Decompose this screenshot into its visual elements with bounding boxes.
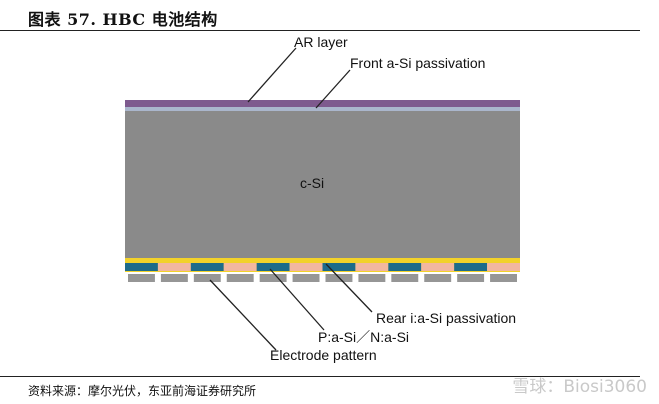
leader-lines [209,47,373,351]
electrode-pad [259,274,287,282]
p-region [421,263,455,271]
electrode-pad [128,274,155,282]
bottom-rule [0,376,640,377]
label-ar-layer: AR layer [294,34,348,50]
p-region [487,263,520,271]
label-rear-passivation: Rear i:a-Si passivation [376,310,516,326]
electrode-pad [358,274,386,282]
n-region [190,263,224,271]
label-front-passivation: Front a-Si passivation [350,55,485,71]
p-region [157,263,191,271]
c-si-bulk [125,111,520,258]
p-region [223,263,257,271]
label-c-si: c-Si [300,175,324,191]
ar-layer [125,100,520,107]
figure-title: 图表 57. HBC 电池结构 [28,10,218,29]
leader-doped-regions [269,268,325,331]
leader-ar-layer [247,47,297,103]
leader-electrode [209,279,277,351]
n-region [454,263,488,271]
doped-regions [125,263,520,271]
electrode-pad [490,274,517,282]
electrode-pad [424,274,452,282]
n-region [322,263,356,271]
n-region [256,263,290,271]
n-region [125,263,158,271]
electrode-pad [193,274,221,282]
leader-front-passivation [315,69,351,109]
label-electrode-pattern: Electrode pattern [270,347,377,363]
leader-rear-passivation [325,263,373,313]
watermark: 雪球：Biosi3060 [512,377,647,397]
electrode-pad [160,274,188,282]
p-region [289,263,323,271]
label-doped-regions: P:a-Si／N:a-Si [318,329,409,345]
source-note: 资料来源：摩尔光伏，东亚前海证券研究所 [28,384,257,398]
p-region [355,263,389,271]
electrode-pad [457,274,485,282]
electrode-pad [226,274,254,282]
front-passivation-layer [125,107,520,111]
electrode-pad [391,274,419,282]
electrode-pattern [128,274,517,282]
electrode-pad [292,274,320,282]
top-rule [0,30,640,31]
n-region [388,263,422,271]
